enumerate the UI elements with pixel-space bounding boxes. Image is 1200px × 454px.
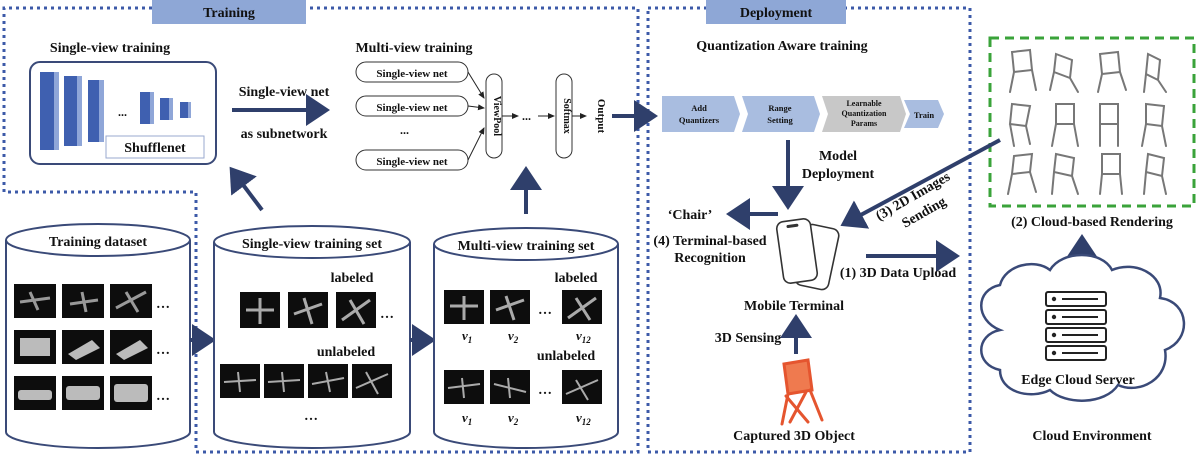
single-view-title: Single-view training xyxy=(50,41,170,56)
edge-server-label: Edge Cloud Server xyxy=(1021,373,1135,388)
sensing-label: 3D Sensing xyxy=(715,331,782,346)
mv-net-1: Single-view net xyxy=(376,68,448,80)
svg-text:…: … xyxy=(304,409,318,424)
svg-text:…: … xyxy=(156,297,170,312)
svg-text:…: … xyxy=(538,303,552,318)
recognition-label-1: (4) Terminal-based xyxy=(653,234,766,249)
mv-net-dots: ... xyxy=(400,123,409,137)
captured-object-label: Captured 3D Object xyxy=(733,429,855,444)
viewpool-label: ViewPool xyxy=(491,96,502,136)
output-label: Output xyxy=(595,99,607,134)
qat-step-2: Range xyxy=(768,103,791,113)
single-view-set-cylinder: Single-view training set labeled … unlab… xyxy=(213,225,411,449)
cloud-environment-label: Cloud Environment xyxy=(1032,429,1151,444)
mobile-terminal-icon xyxy=(775,218,840,291)
svg-text:v2: v2 xyxy=(508,328,519,345)
recognition-label-2: Recognition xyxy=(674,251,746,266)
qat-step-3: Learnable xyxy=(846,99,882,108)
training-dataset-cylinder: Training dataset … … … xyxy=(5,223,191,449)
mv-mid-dots: ... xyxy=(522,109,531,123)
mv-net-2: Single-view net xyxy=(376,102,448,114)
qat-step-4: Train xyxy=(914,110,934,120)
chair-quote: ‘Chair’ xyxy=(668,208,713,223)
sv-unlabeled: unlabeled xyxy=(317,345,376,360)
chair-object-icon xyxy=(780,358,824,426)
deployment-tab: Deployment xyxy=(706,0,846,24)
svg-text:v1: v1 xyxy=(462,328,472,345)
shufflenet-dots: ... xyxy=(118,105,127,119)
sv-set-to-training-arrow xyxy=(229,166,264,212)
svg-text:Quantizers: Quantizers xyxy=(679,115,720,125)
server-icon xyxy=(1045,291,1107,361)
svg-text:v2: v2 xyxy=(508,410,519,427)
subnetwork-label-1: Single-view net xyxy=(239,85,330,100)
sv-labeled: labeled xyxy=(331,271,374,286)
training-tab-label: Training xyxy=(203,6,255,21)
qat-title: Quantization Aware training xyxy=(696,39,867,54)
training-frame xyxy=(2,6,640,454)
multi-view-title: Multi-view training xyxy=(355,41,472,56)
deployment-tab-label: Deployment xyxy=(740,6,813,21)
shufflenet-label: Shufflenet xyxy=(124,141,186,156)
single-view-set-title: Single-view training set xyxy=(242,237,382,252)
shufflenet-diagram: ... Shufflenet xyxy=(29,61,217,165)
mobile-terminal-label: Mobile Terminal xyxy=(744,299,844,314)
subnetwork-label-2: as subnetwork xyxy=(241,127,328,142)
multi-view-set-title: Multi-view training set xyxy=(458,239,595,254)
qat-step-1: Add xyxy=(691,103,707,113)
rendering-label: (2) Cloud-based Rendering xyxy=(1011,215,1173,230)
qat-pipeline: Add Quantizers Range Setting Learnable Q… xyxy=(662,96,944,132)
svg-text:Setting: Setting xyxy=(767,115,793,125)
svg-text:…: … xyxy=(156,343,170,358)
softmax-label: Softmax xyxy=(561,98,572,134)
rendering-frame xyxy=(988,36,1196,208)
mv-labeled: labeled xyxy=(555,271,598,286)
training-tab: Training xyxy=(152,0,306,24)
svg-text:…: … xyxy=(156,389,170,404)
svg-text:…: … xyxy=(380,307,394,322)
svg-text:…: … xyxy=(538,383,552,398)
training-dataset-title: Training dataset xyxy=(49,235,147,250)
mv-unlabeled: unlabeled xyxy=(537,349,596,364)
mv-net-3: Single-view net xyxy=(376,156,448,168)
multi-view-set-cylinder: Multi-view training set labeled … v1 v2 … xyxy=(433,227,619,449)
images-sending-arrow xyxy=(840,138,1001,229)
svg-text:Quantization: Quantization xyxy=(842,109,887,118)
upload-label: (1) 3D Data Upload xyxy=(840,266,956,281)
rendered-views-grid xyxy=(1007,48,1167,195)
model-deployment-label-2: Deployment xyxy=(802,167,875,182)
svg-text:Params: Params xyxy=(851,119,877,128)
model-deployment-label-1: Model xyxy=(819,149,857,164)
svg-text:v1: v1 xyxy=(462,410,472,427)
multi-view-net: Single-view net Single-view net ... Sing… xyxy=(355,61,607,171)
